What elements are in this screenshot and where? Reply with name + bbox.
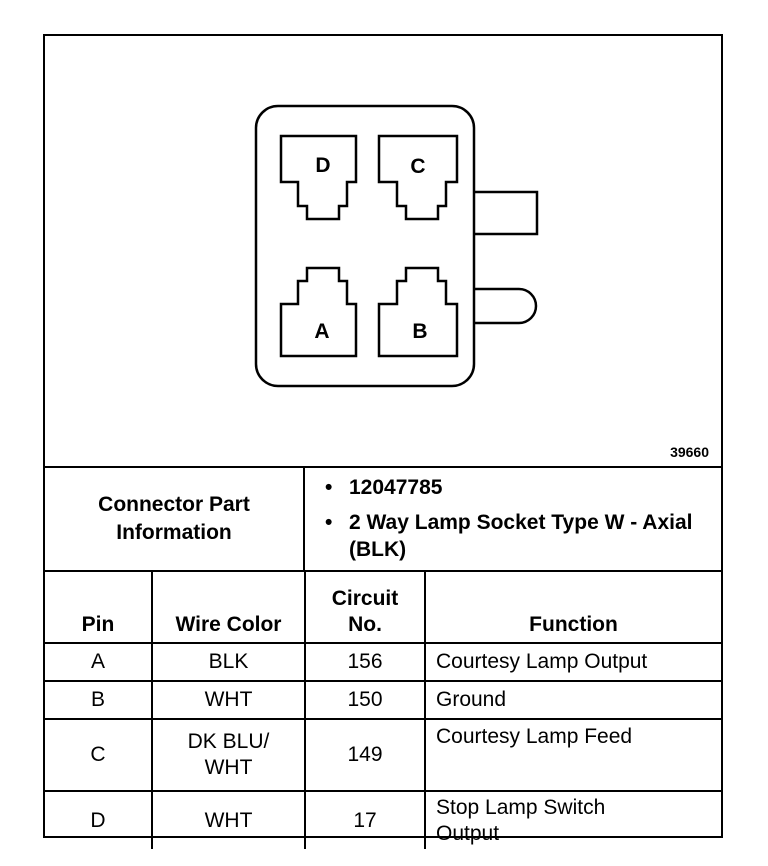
pin-b-cavity <box>377 266 459 358</box>
connector-drawing: D C A B <box>254 104 539 388</box>
pin-d-cavity <box>279 134 358 221</box>
row-wire-color: DK BLU/ WHT <box>151 718 306 792</box>
header-pin: Pin <box>45 570 153 644</box>
pin-b-label: B <box>412 320 427 343</box>
connector-info-list: 12047785 2 Way Lamp Socket Type W - Axia… <box>307 474 717 571</box>
header-circuit-text: Circuit No. <box>331 587 399 636</box>
table-row: B WHT 150 Ground <box>45 680 721 720</box>
header-function: Function <box>424 570 721 644</box>
row-function: Courtesy Lamp Feed <box>424 718 721 792</box>
connector-frame: D C A B 39660 Connector Part Information… <box>43 34 723 849</box>
table-row: D WHT 17 Stop Lamp Switch Output <box>45 790 721 849</box>
connector-info-label-text: Connector Part Information <box>98 493 250 544</box>
part-description: 2 Way Lamp Socket Type W - Axial (BLK) <box>307 509 717 563</box>
row-pin: D <box>45 790 153 849</box>
row-circuit: 149 <box>304 718 426 792</box>
row-circuit: 156 <box>304 642 426 682</box>
header-wire-color: Wire Color <box>151 570 306 644</box>
pin-table-header: Pin Wire Color Circuit No. Function <box>45 570 721 644</box>
row-circuit: 17 <box>304 790 426 849</box>
connector-diagram: D C A B 39660 <box>45 36 721 466</box>
table-row: A BLK 156 Courtesy Lamp Output <box>45 642 721 682</box>
row-wire-color: WHT <box>151 680 306 720</box>
connector-latch <box>474 287 538 325</box>
part-number: 12047785 <box>307 474 717 501</box>
row-function: Courtesy Lamp Output <box>424 642 721 682</box>
figure-number: 39660 <box>670 444 709 460</box>
row-wire-color: BLK <box>151 642 306 682</box>
connector-body <box>254 104 476 388</box>
row-pin: C <box>45 718 153 792</box>
pin-a-label: A <box>314 320 329 343</box>
connector-tab <box>474 190 539 236</box>
connector-info-row: Connector Part Information 12047785 2 Wa… <box>45 466 721 570</box>
header-circuit: Circuit No. <box>304 570 426 644</box>
pin-c-label: C <box>410 155 425 178</box>
pin-c-cavity <box>377 134 459 221</box>
pin-a-cavity <box>279 266 358 358</box>
row-wire-color-text: DK BLU/ WHT <box>187 730 270 779</box>
table-row: C DK BLU/ WHT 149 Courtesy Lamp Feed <box>45 718 721 792</box>
pin-d-label: D <box>315 154 330 177</box>
row-function: Ground <box>424 680 721 720</box>
row-function: Stop Lamp Switch Output <box>424 790 721 849</box>
connector-info-label: Connector Part Information <box>45 468 305 570</box>
row-pin: A <box>45 642 153 682</box>
row-pin: B <box>45 680 153 720</box>
pin-table: Pin Wire Color Circuit No. Function A BL… <box>45 570 721 849</box>
row-wire-color: WHT <box>151 790 306 849</box>
row-circuit: 150 <box>304 680 426 720</box>
row-function-text: Stop Lamp Switch Output <box>436 795 606 845</box>
